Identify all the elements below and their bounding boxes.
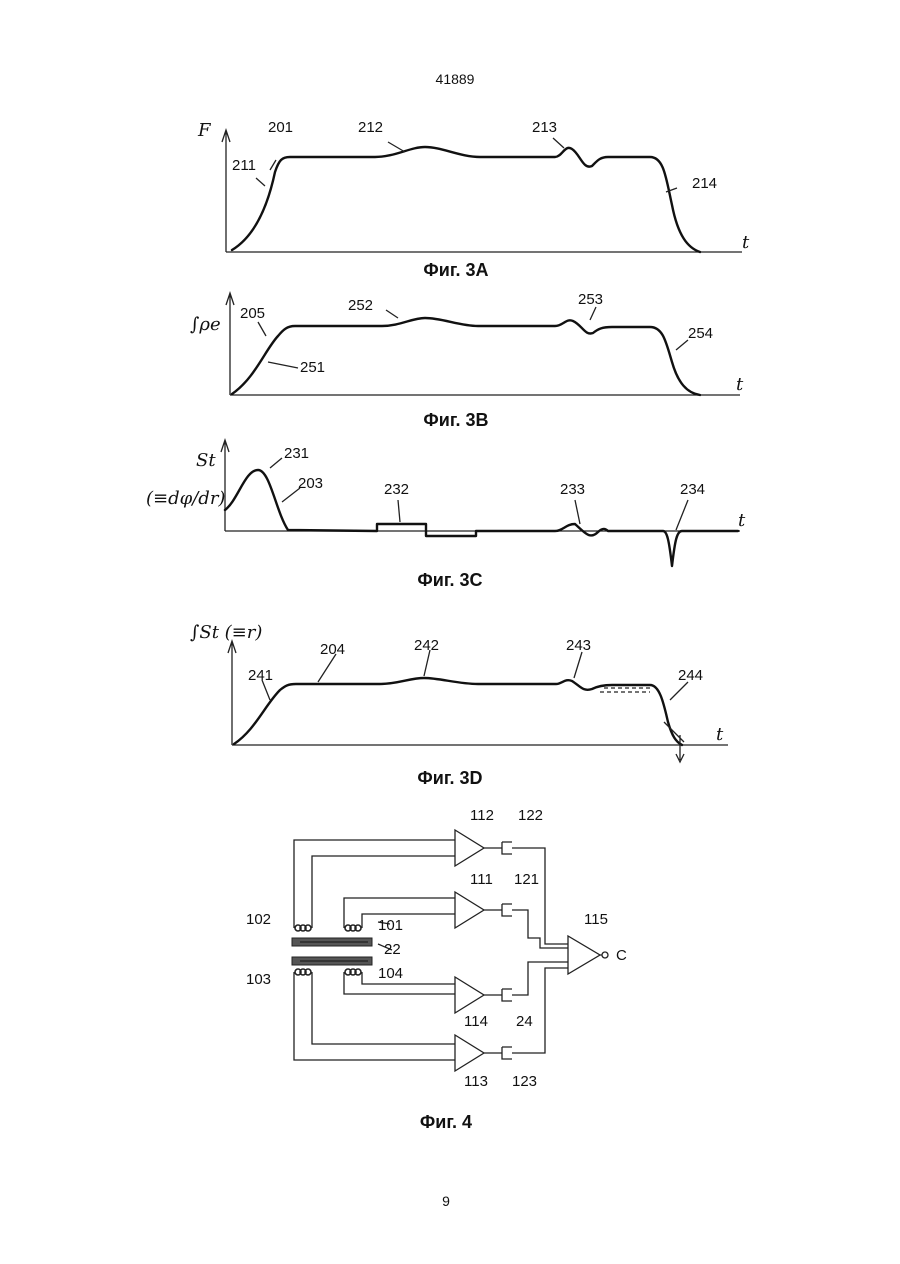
fig-3b-x-label: t <box>736 374 744 395</box>
fig-3d-caption: Фиг. 3D <box>417 768 482 788</box>
ref-104: 104 <box>378 965 403 982</box>
filter-122 <box>502 842 512 854</box>
document-number: 41889 <box>436 71 475 87</box>
fig-3c-caption: Фиг. 3C <box>417 570 482 590</box>
fig-3d-dashed-marks <box>600 688 652 692</box>
page-number: 9 <box>442 1193 450 1209</box>
ref-115: 115 <box>584 911 608 928</box>
ref-103: 103 <box>246 971 271 988</box>
ref-24: 24 <box>516 1013 533 1030</box>
ref-243: 243 <box>566 637 591 654</box>
fig-3b-axes <box>226 293 740 395</box>
fig-4-caption: Фиг. 4 <box>420 1112 472 1132</box>
ref-205: 205 <box>240 305 265 322</box>
ref-212: 212 <box>358 119 383 136</box>
ref-102: 102 <box>246 911 271 928</box>
fig-3c-y-label-alt: (≡dφ/dr) <box>146 488 225 509</box>
ref-211: 211 <box>232 157 256 174</box>
fig-3c-leaders <box>270 458 688 530</box>
ref-114: 114 <box>464 1013 488 1030</box>
fig-3d-arrow <box>664 722 684 762</box>
fig-3a: F t 201 211 212 213 214 Фиг. 3A <box>197 119 750 280</box>
coil-101 <box>345 925 361 931</box>
amplifier-114 <box>455 977 484 1013</box>
ref-254: 254 <box>688 325 713 342</box>
ref-122: 122 <box>518 807 543 824</box>
coil-102 <box>295 925 311 931</box>
fig-4: 112 122 111 121 115 C 102 101 22 103 104… <box>246 807 627 1132</box>
ref-231: 231 <box>284 445 309 462</box>
coil-103 <box>295 969 311 975</box>
ref-101: 101 <box>378 917 403 934</box>
ref-123: 123 <box>512 1073 537 1090</box>
ref-111: 111 <box>470 871 493 888</box>
fig-3a-axes <box>222 130 742 252</box>
fig-3d-axes <box>228 641 728 745</box>
fig-3c-y-label: St <box>196 450 216 471</box>
ref-201: 201 <box>268 119 293 136</box>
ref-204: 204 <box>320 641 345 658</box>
ref-112: 112 <box>470 807 494 824</box>
ref-244: 244 <box>678 667 703 684</box>
ref-241: 241 <box>248 667 273 684</box>
ref-213: 213 <box>532 119 557 136</box>
ref-252: 252 <box>348 297 373 314</box>
ref-233: 233 <box>560 481 585 498</box>
output-terminal <box>602 952 608 958</box>
fig-3d-x-label: t <box>716 724 724 745</box>
fig-3c-x-label: t <box>738 510 746 531</box>
ref-214: 214 <box>692 175 717 192</box>
amplifier-115 <box>568 936 600 974</box>
filter-123 <box>502 1047 512 1059</box>
fig-3d: ∫St (≡r) t 204 241 242 243 244 Фиг. 3D <box>190 622 728 788</box>
filter-24 <box>502 989 512 1001</box>
fig-3a-x-label: t <box>742 232 750 253</box>
fig-3b-y-label: ∫ρe <box>190 314 221 335</box>
fig-3b: ∫ρe t 205 251 252 253 254 Фиг. 3B <box>190 291 744 430</box>
ref-203: 203 <box>298 475 323 492</box>
fig-3c: St (≡dφ/dr) t 231 203 232 233 234 Фиг. 3… <box>146 440 746 590</box>
ref-121: 121 <box>514 871 539 888</box>
fig-3b-caption: Фиг. 3B <box>423 410 488 430</box>
ref-232: 232 <box>384 481 409 498</box>
fig-3b-curve <box>232 318 700 395</box>
ref-242: 242 <box>414 637 439 654</box>
fig-3a-curve <box>232 147 700 252</box>
ref-113: 113 <box>464 1073 488 1090</box>
ref-251: 251 <box>300 359 325 376</box>
output-label: C <box>616 947 627 964</box>
filter-121 <box>502 904 512 916</box>
fig-4-wiring <box>294 840 602 1060</box>
ref-253: 253 <box>578 291 603 308</box>
fig-3d-y-label: ∫St (≡r) <box>190 622 262 643</box>
amplifier-113 <box>455 1035 484 1071</box>
fig-3a-leaders <box>256 138 677 192</box>
amplifier-112 <box>455 830 484 866</box>
amplifier-111 <box>455 892 484 928</box>
fig-3a-y-label: F <box>197 120 212 141</box>
fig-3a-caption: Фиг. 3A <box>423 260 488 280</box>
ref-22: 22 <box>384 941 401 958</box>
coil-104 <box>345 969 361 975</box>
ref-234: 234 <box>680 481 705 498</box>
